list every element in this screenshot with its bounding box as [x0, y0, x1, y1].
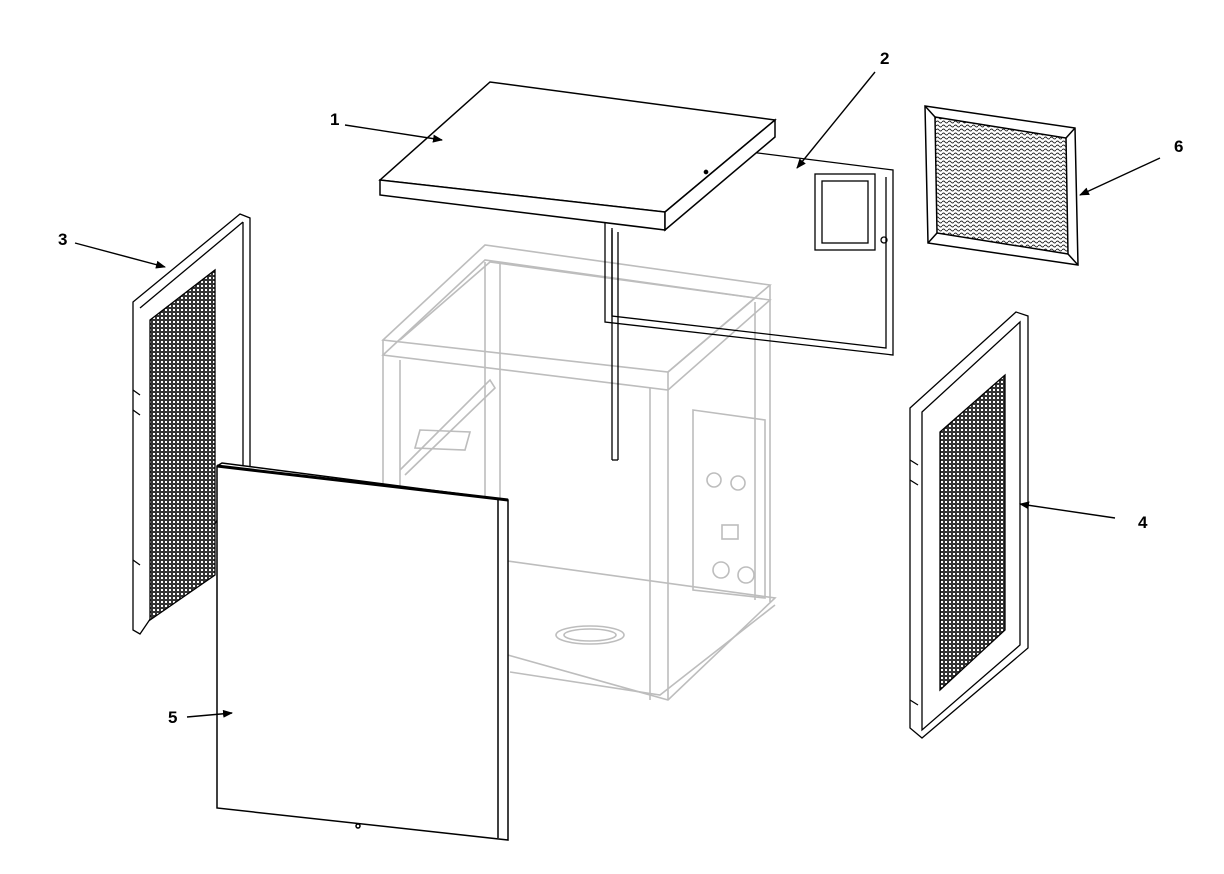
left-side-panel: [132, 213, 251, 635]
leader-3: [74, 242, 166, 269]
right-side-panel: [909, 311, 1029, 739]
leader-4: [1019, 501, 1116, 519]
callout-5: 5: [168, 708, 177, 727]
filter-panel: [924, 105, 1079, 266]
cabinet-frame: [380, 244, 777, 701]
leader-2: [796, 71, 876, 169]
leader-6: [1079, 157, 1161, 196]
leader-5: [186, 709, 233, 718]
callout-2: 2: [880, 49, 889, 68]
callout-6: 6: [1174, 137, 1183, 156]
leader-lines: [74, 71, 1161, 718]
callout-3: 3: [58, 230, 67, 249]
callout-4: 4: [1138, 513, 1148, 532]
front-panel: [216, 462, 509, 841]
top-panel: [378, 81, 777, 232]
callout-1: 1: [330, 110, 339, 129]
leader-1: [344, 124, 443, 143]
